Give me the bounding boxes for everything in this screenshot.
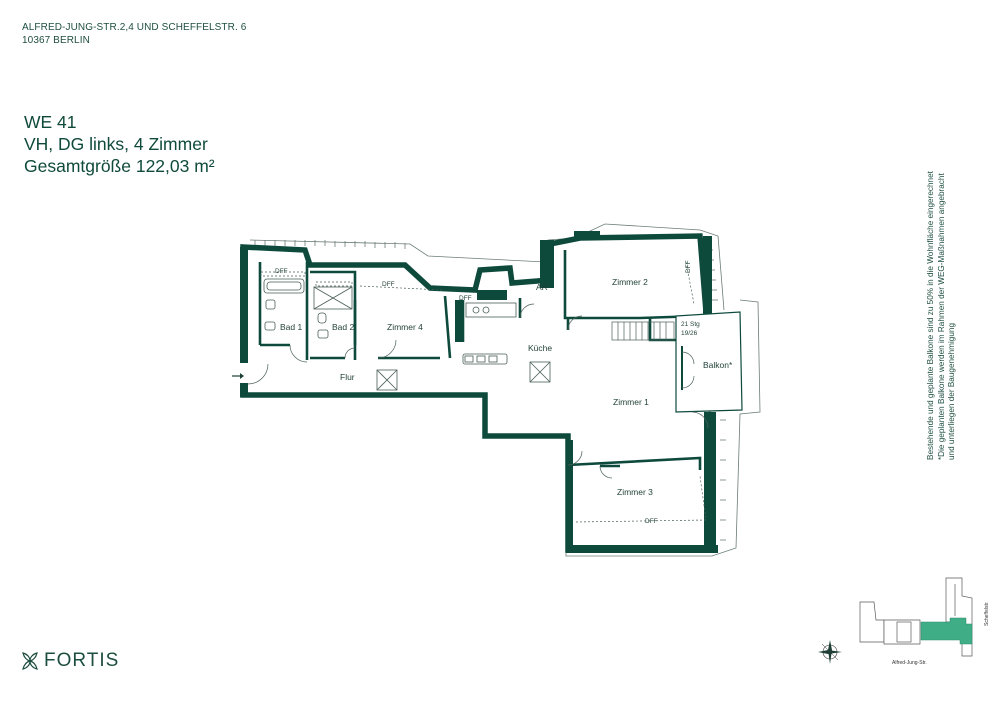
unit-location: VH, DG links, 4 Zimmer: [24, 134, 208, 154]
wall-blocks: [240, 231, 718, 553]
dff-label-zimmer2: DFF: [685, 260, 692, 273]
staircase: [611, 321, 675, 341]
room-label-zimmer3: Zimmer 3: [617, 487, 653, 497]
doors: [247, 303, 709, 479]
site-plan: Alfred-Jung-Str. Scheffelstr.: [859, 577, 990, 666]
unit-title-block: WE 41 VH, DG links, 4 Zimmer Gesamtgröße…: [24, 111, 215, 177]
address-block: ALFRED-JUNG-STR.2,4 UND SCHEFFELSTR. 6 1…: [22, 22, 246, 47]
entrance-arrow-icon: [232, 373, 244, 379]
unit-number: WE 41: [24, 112, 77, 132]
room-label-kueche: Küche: [528, 343, 552, 353]
room-label-bad2: Bad 2: [332, 322, 354, 332]
fortis-logo-icon: [22, 652, 38, 670]
site-plan-highlight: [920, 617, 973, 645]
room-label-flur: Flur: [340, 372, 355, 382]
fixtures: [263, 278, 551, 391]
room-label-zimmer1: Zimmer 1: [613, 397, 649, 407]
dff-label-kueche: DFF: [459, 295, 472, 302]
room-label-ar: AR: [536, 282, 548, 292]
room-label-zimmer2: Zimmer 2: [612, 277, 648, 287]
fortis-logo-text: FORTIS: [44, 650, 120, 671]
dff-label-zimmer3: DFF: [645, 518, 658, 525]
dff-label-bad1: DFF: [275, 268, 288, 275]
room-label-zimmer4: Zimmer 4: [387, 322, 423, 332]
site-street-alfred: Alfred-Jung-Str.: [892, 660, 927, 666]
balcony: [675, 311, 743, 413]
fortis-logo: FORTIS: [22, 650, 119, 672]
dff-label-zimmer4: DFF: [382, 281, 395, 288]
stair-ratio-label: 19/26: [681, 330, 698, 337]
site-street-scheffel: Scheffelstr.: [984, 601, 990, 626]
skylights: [260, 261, 707, 523]
address-line-2: 10367 BERLIN: [22, 34, 90, 46]
compass-icon: [818, 640, 842, 664]
address-line-1: ALFRED-JUNG-STR.2,4 UND SCHEFFELSTR. 6: [22, 22, 247, 33]
room-label-balkon: Balkon*: [703, 360, 733, 370]
room-label-bad1: Bad 1: [280, 322, 302, 332]
unit-size: Gesamtgröße 122,03 m²: [24, 156, 215, 176]
stair-steps-label: 21 Stg: [681, 321, 700, 328]
